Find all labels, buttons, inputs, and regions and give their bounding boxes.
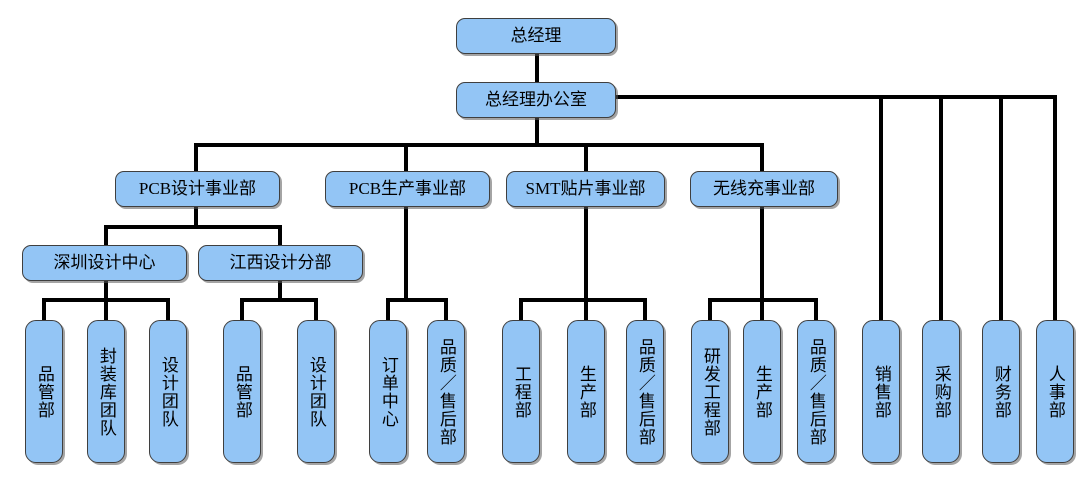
node-wireless-division[interactable]: 无线充事业部 [690, 171, 838, 207]
connector-right-bus [609, 95, 1057, 99]
node-label: 销售部 [871, 364, 891, 419]
connector-drop-sales [879, 95, 883, 321]
node-sz-package-library-team[interactable]: 封装库团队 [87, 320, 125, 463]
connector-drop-finance [999, 95, 1003, 321]
connector-drop-smt-production [584, 298, 588, 322]
connector-drop-jiangxi [278, 225, 282, 247]
connector-drop-sz-design [166, 298, 170, 322]
connector-drop-sz-library [104, 298, 108, 322]
node-jx-design-team[interactable]: 设计团队 [297, 320, 335, 463]
node-pcb-production-division[interactable]: PCB生产事业部 [325, 171, 490, 207]
connector-drop-wl-quality [814, 298, 818, 322]
connector-drop-shenzhen [104, 225, 108, 247]
connector-drop-wireless [760, 143, 764, 173]
node-label: 无线充事业部 [713, 179, 815, 199]
node-label: 品质／售后部 [806, 337, 826, 446]
node-label: 封装库团队 [96, 346, 116, 437]
node-label: 财务部 [991, 364, 1011, 419]
connector-office-stem [535, 116, 539, 145]
connector-drop-wl-rd [708, 298, 712, 322]
node-label: 深圳设计中心 [53, 253, 156, 273]
connector-division-bus [194, 143, 764, 147]
connector-drop-jx-quality [240, 298, 244, 322]
node-jx-quality-dept[interactable]: 品管部 [223, 320, 261, 463]
connector-drop-pcb-production [404, 143, 408, 173]
node-sz-design-team[interactable]: 设计团队 [149, 320, 187, 463]
connector-drop-order-center [386, 298, 390, 322]
connector-drop-wl-production [760, 298, 764, 322]
node-label: 总经理 [510, 26, 562, 46]
node-wl-rd-engineering-dept[interactable]: 研发工程部 [691, 320, 729, 463]
connector-pcbprod-bus [386, 298, 448, 302]
node-smt-quality-aftersales-dept[interactable]: 品质／售后部 [626, 320, 664, 463]
node-wl-production-dept[interactable]: 生产部 [743, 320, 781, 463]
node-smt-engineering-dept[interactable]: 工程部 [502, 320, 540, 463]
node-label: 品质／售后部 [635, 337, 655, 446]
node-smt-division[interactable]: SMT贴片事业部 [506, 171, 665, 207]
connector-drop-sz-quality [42, 298, 46, 322]
node-shenzhen-design-center[interactable]: 深圳设计中心 [22, 245, 187, 281]
node-label: PCB生产事业部 [348, 179, 467, 199]
connector-pcbprod-stem [404, 205, 408, 300]
connector-drop-pcbp-quality [444, 298, 448, 322]
node-label: 研发工程部 [700, 346, 720, 437]
node-label: 江西设计分部 [229, 253, 332, 273]
connector-jiangxi-bus [240, 298, 318, 302]
node-jiangxi-design-branch[interactable]: 江西设计分部 [198, 245, 363, 281]
node-label: 生产部 [752, 364, 772, 419]
connector-drop-smt [584, 143, 588, 173]
node-label: 采购部 [931, 364, 951, 419]
node-label: 工程部 [511, 364, 531, 419]
node-finance-dept[interactable]: 财务部 [982, 320, 1020, 463]
node-label: 品管部 [34, 364, 54, 419]
node-label: 生产部 [576, 364, 596, 419]
node-label: 品管部 [232, 364, 252, 419]
connector-drop-pcb-design [194, 143, 198, 173]
node-pcbp-quality-aftersales-dept[interactable]: 品质／售后部 [427, 320, 465, 463]
node-wl-quality-aftersales-dept[interactable]: 品质／售后部 [797, 320, 835, 463]
node-label: 订单中心 [378, 355, 398, 428]
connector-drop-purchasing [939, 95, 943, 321]
connector-smt-stem [584, 205, 588, 300]
node-pcb-design-division[interactable]: PCB设计事业部 [115, 171, 280, 207]
connector-smt-bus [519, 298, 647, 302]
connector-pcbdesign-stem [194, 205, 198, 227]
connector-drop-smt-engineering [519, 298, 523, 322]
connector-shenzhen-stem [104, 279, 108, 300]
node-label: SMT贴片事业部 [525, 179, 646, 199]
node-order-center[interactable]: 订单中心 [369, 320, 407, 463]
connector-centers-bus [104, 225, 282, 229]
node-sales-dept[interactable]: 销售部 [862, 320, 900, 463]
node-sz-quality-dept[interactable]: 品管部 [25, 320, 63, 463]
node-label: 人事部 [1045, 364, 1065, 419]
node-label: PCB设计事业部 [138, 179, 257, 199]
node-label: 品质／售后部 [436, 337, 456, 446]
node-hr-dept[interactable]: 人事部 [1036, 320, 1074, 463]
node-label: 设计团队 [306, 355, 326, 428]
connector-drop-smt-quality [643, 298, 647, 322]
node-label: 总经理办公室 [485, 90, 587, 110]
node-gm-office[interactable]: 总经理办公室 [456, 82, 616, 118]
connector-gm-to-office [535, 52, 539, 84]
node-purchasing-dept[interactable]: 采购部 [922, 320, 960, 463]
connector-wireless-stem [760, 205, 764, 300]
connector-drop-hr [1053, 95, 1057, 321]
node-general-manager[interactable]: 总经理 [456, 18, 616, 54]
connector-jiangxi-stem [278, 279, 282, 300]
node-label: 设计团队 [158, 355, 178, 428]
node-smt-production-dept[interactable]: 生产部 [567, 320, 605, 463]
connector-drop-jx-design [314, 298, 318, 322]
